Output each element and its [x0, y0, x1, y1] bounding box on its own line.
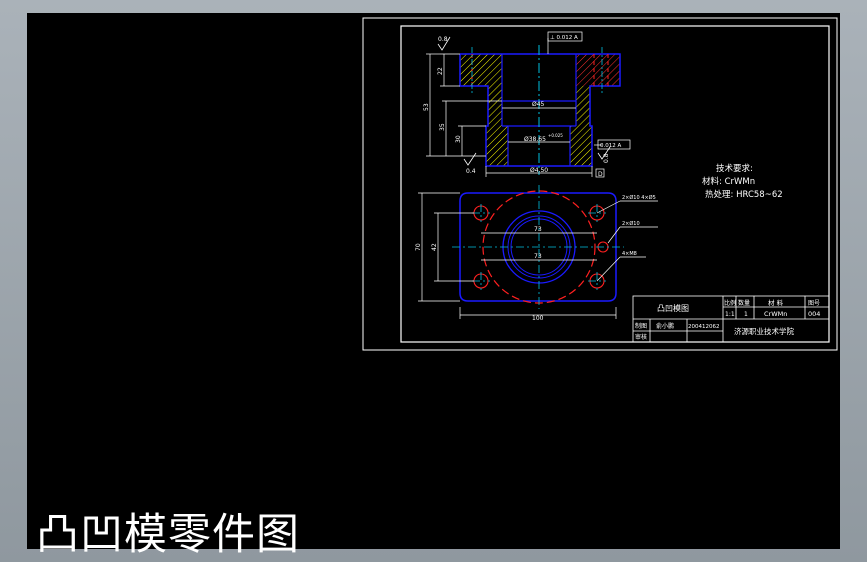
base-left-hatch [486, 126, 508, 166]
tb-drawer: 俞小鹏 [656, 322, 674, 330]
flange-right-hatch [576, 54, 620, 86]
plan-centerlines [452, 185, 624, 309]
roughness-symbol-right [597, 146, 611, 160]
flange-left-hatch [460, 54, 502, 86]
dim-d100: 100 [532, 315, 544, 322]
tb-val-code: 004 [808, 310, 820, 318]
hole-note-a: 2×Ø10 4×Ø5 [622, 194, 656, 201]
tb-val-scale: 1:1 [725, 311, 735, 318]
roughness-right-text: 0.8 [603, 153, 610, 163]
dim-d73a: 73 [534, 226, 542, 233]
title-block: 凸凹模图 比例 数量 材 料 图号 1:1 1 CrWMn 004 制图 俞小鹏… [632, 295, 830, 343]
dim-h30: 30 [455, 135, 462, 143]
gdt-frame-right [597, 139, 631, 150]
dim-d42: 42 [431, 243, 438, 251]
body-right-hatch [576, 86, 590, 126]
tb-part-name: 凸凹模图 [657, 303, 689, 313]
gdt-top-text: ⊥ 0.012 A [550, 35, 578, 41]
dim-h22: 22 [437, 67, 444, 75]
roughness-top-text: 0.8 [438, 36, 448, 43]
engineering-drawing: 0.8 0.4 0.8 ⊥ 0.012 A 0.012 A D 22 53 35… [362, 17, 838, 351]
roughness-symbol-side [463, 152, 477, 166]
drawing-caption: 凸凹模零件图 [36, 510, 300, 560]
tb-col-code: 图号 [808, 300, 820, 307]
plan-view: 70 42 73 73 100 2×Ø10 4×Ø5 2×Ø10 4×M8 [415, 185, 658, 322]
body-left-hatch [488, 86, 502, 126]
roughness-symbol-top [437, 36, 451, 51]
tb-student-no: 200412062 [688, 324, 720, 330]
datum-box [595, 168, 605, 178]
dim-dia-base: Ø4.50 [530, 167, 548, 174]
gdt-frame-top [547, 31, 583, 42]
tb-role-check: 审核 [635, 333, 647, 341]
tb-val-material: CrWMn [764, 310, 787, 318]
dim-h53: 53 [423, 103, 430, 111]
roughness-side-text: 0.4 [466, 168, 476, 175]
hole-note-b: 2×Ø10 [622, 220, 640, 227]
dim-dia-bore: Ø38.65 [524, 136, 546, 143]
plan-outline [459, 192, 617, 302]
dim-dia45: Ø45 [532, 101, 545, 108]
hole-note-c: 4×M8 [622, 251, 637, 257]
cad-canvas [27, 13, 840, 549]
dim-h35: 35 [439, 123, 446, 131]
tb-role-draw: 制图 [635, 322, 647, 330]
gdt-right-text: 0.012 A [600, 143, 621, 149]
tb-col-scale: 比例 [724, 299, 736, 307]
tb-col-material: 材 料 [768, 298, 784, 307]
section-dimensions [426, 38, 602, 177]
tb-school: 济源职业技术学院 [734, 326, 794, 336]
tech-material: 材料: CrWMn [702, 176, 755, 187]
tech-heading: 技术要求: [716, 163, 753, 174]
tech-requirements: 技术要求: 材料: CrWMn 热处理: HRC58~62 [702, 163, 783, 200]
datum-text: D [598, 171, 603, 178]
sheet-inner-border [400, 25, 830, 343]
section-view: 0.8 0.4 0.8 ⊥ 0.012 A 0.012 A D 22 53 35… [423, 31, 631, 178]
tech-heat: 热处理: HRC58~62 [705, 189, 783, 200]
sheet-outer-border [362, 17, 838, 351]
tb-col-qty: 数量 [738, 299, 750, 307]
base-right-hatch [570, 126, 592, 166]
dim-d70: 70 [415, 243, 422, 251]
dim-dia-bore-tol: +0.025 [548, 133, 563, 138]
plan-dimensions [418, 192, 658, 319]
dim-d73b: 73 [534, 253, 542, 260]
tb-val-qty: 1 [744, 311, 748, 318]
